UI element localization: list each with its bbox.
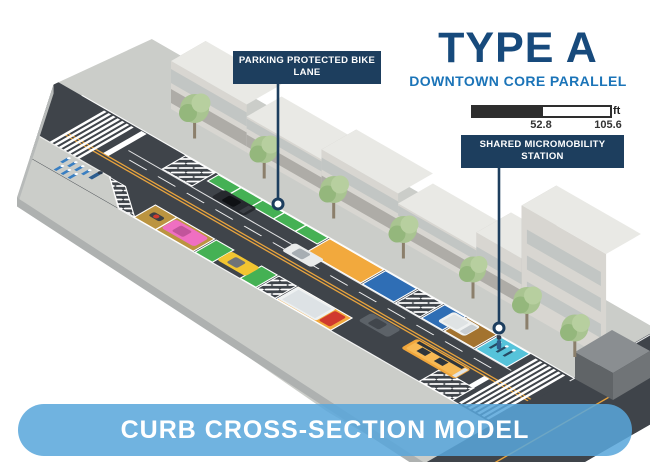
callout-ring-micromobility <box>492 321 506 335</box>
callout-leader-lines <box>271 84 506 335</box>
tree <box>560 314 590 357</box>
buffer-hatch-near <box>256 275 298 299</box>
parked-yellow-car <box>218 252 259 276</box>
gray-sedan <box>359 313 400 337</box>
slab-edge-front <box>17 197 424 462</box>
bottom-banner: CURB CROSS-SECTION MODEL <box>18 404 632 456</box>
slab-edge-left <box>17 84 54 207</box>
white-sedan <box>283 243 324 267</box>
person-at-micromobility-station <box>496 335 502 350</box>
callout-shared-micromobility-station: SHARED MICROMOBILITY STATION <box>461 135 624 168</box>
parked-black-car <box>212 190 256 216</box>
motorcycle <box>149 212 165 222</box>
center-line <box>67 132 532 400</box>
scale-bar: ft 52.8 105.6 <box>471 105 631 135</box>
scale-bar-track <box>471 105 612 118</box>
tree <box>388 215 419 259</box>
callout-parking-protected-bike-lane: PARKING PROTECTED BIKE LANE <box>233 51 381 84</box>
title-block: TYPE A DOWNTOWN CORE PARALLEL <box>398 24 638 90</box>
tree <box>459 256 488 299</box>
page-title: TYPE A <box>438 24 598 72</box>
buffer-hatch-far-left <box>161 155 217 187</box>
curb-extension <box>10 133 119 209</box>
scale-mid-value: 52.8 <box>530 119 552 131</box>
page-subtitle: DOWNTOWN CORE PARALLEL <box>409 73 627 90</box>
scale-unit: ft <box>613 105 621 117</box>
person-at-bike-share <box>88 172 101 180</box>
storefront-buildings <box>171 41 650 400</box>
parked-pink-car <box>162 220 208 246</box>
curb-zone-orange-far <box>305 238 385 284</box>
tree <box>319 175 349 219</box>
city-bus <box>402 339 470 379</box>
banner-title: CURB CROSS-SECTION MODEL <box>120 416 530 444</box>
box-truck <box>278 287 346 327</box>
street-trees <box>179 93 590 357</box>
tree <box>179 93 211 139</box>
bike-share-station <box>53 157 103 180</box>
callout-ring-bike-lane <box>271 197 285 211</box>
buffer-hatch-near-right <box>418 368 475 401</box>
scale-end-value: 105.6 <box>594 119 622 131</box>
tree <box>249 135 280 179</box>
scale-bar-fill <box>473 107 543 116</box>
buffer-hatch-far-mid <box>394 289 445 318</box>
delivery-van <box>438 312 480 336</box>
curb-zone-blue-1 <box>361 270 418 303</box>
tree <box>512 286 542 330</box>
